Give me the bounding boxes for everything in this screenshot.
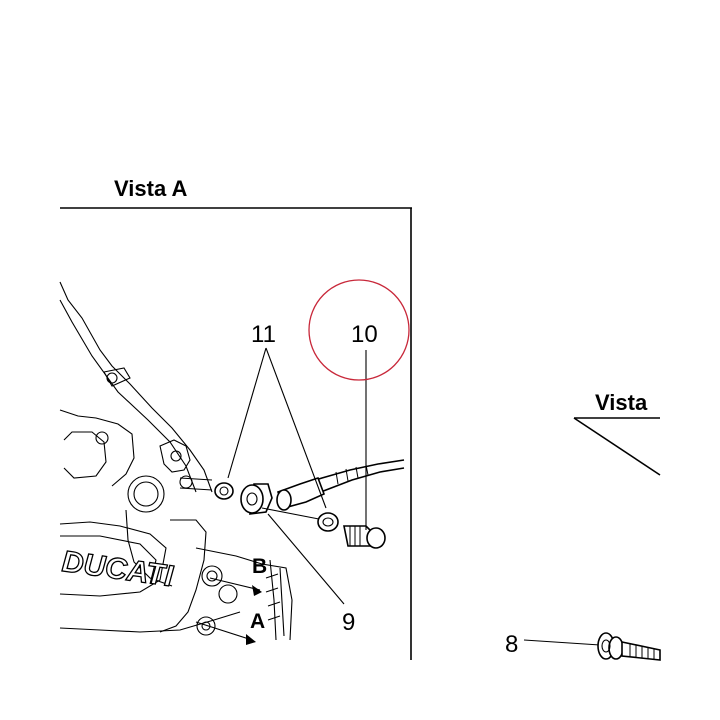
- callout-8: 8: [505, 631, 518, 658]
- vista-partial-panel: Vista: [573, 390, 661, 476]
- callout-9: 9: [342, 609, 355, 636]
- reference-letters: B A: [250, 555, 267, 633]
- engine-logo-text: DUCATI: [61, 545, 175, 593]
- engine-logo: DUCATI: [60, 544, 175, 594]
- vista-partial-diagonal: [573, 417, 661, 476]
- engine-casing: [59, 281, 293, 641]
- hose-assembly: [276, 459, 405, 511]
- reference-letter-a: A: [250, 610, 265, 633]
- banjo-union: [240, 484, 264, 514]
- callouts: 11 10 9 8: [251, 321, 518, 658]
- vista-partial-title: Vista: [595, 390, 648, 415]
- vista-a-panel: Vista A: [60, 176, 412, 660]
- callout-11: 11: [251, 321, 276, 348]
- highlight-circle: [308, 279, 410, 381]
- washer-upper: [214, 482, 234, 500]
- banjo-parts: [214, 482, 386, 549]
- vista-a-title: Vista A: [114, 176, 187, 201]
- washer-lower: [317, 512, 339, 532]
- callout-10: 10: [351, 321, 378, 348]
- bolt-8: [597, 632, 661, 661]
- reference-letter-b: B: [252, 555, 267, 578]
- banjo-screw-head: [366, 527, 386, 549]
